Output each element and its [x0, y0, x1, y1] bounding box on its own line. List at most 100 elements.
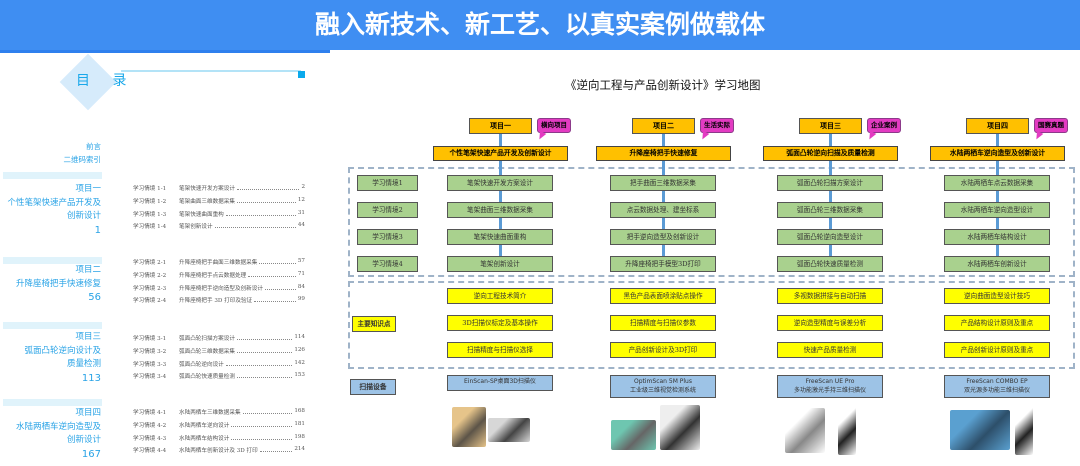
project-box[interactable]: 项目一: [469, 118, 532, 134]
callout-tail: [536, 130, 547, 142]
project-title-box[interactable]: 水陆两栖车逆向造型及创新设计: [930, 146, 1065, 161]
toc-entry-code: 学习情境 1-2: [133, 198, 167, 205]
toc-link-preface[interactable]: 前言: [86, 142, 101, 151]
toc-project-line: 升降座椅把手快速修复: [15, 278, 101, 289]
toc-entry-code: 学习情境 3-3: [133, 361, 167, 368]
toc-entry-code: 学习情境 4-4: [133, 448, 167, 455]
learning-step-box[interactable]: 弧面凸轮三维数据采集: [777, 202, 883, 218]
device-name-line: EinScan-SP桌面3D扫描仪: [464, 378, 536, 385]
knowledge-point-box: 产品结构设计原则及重点: [944, 315, 1050, 331]
toc-entry-page: 153: [294, 372, 305, 379]
toc-entry-leader: [236, 197, 296, 203]
project-title-box[interactable]: 弧面凸轮逆向扫描及质量检测: [763, 146, 898, 161]
toc-project-page: 113: [81, 372, 101, 384]
learning-step-box[interactable]: 笔架快速开发方案设计: [447, 175, 553, 191]
toc-entry-leader: [236, 334, 293, 340]
toc-entry-code: 学习情境 2-3: [133, 285, 167, 292]
steps-dashed-region: [348, 167, 1075, 277]
project-title-box[interactable]: 升降座椅把手快速修复: [596, 146, 731, 161]
toc-square-marker: [298, 71, 305, 78]
project-box[interactable]: 项目四: [966, 118, 1029, 134]
learning-step-box[interactable]: 升降座椅把手模型3D打印: [610, 256, 716, 272]
toc-section-bar: [3, 322, 102, 329]
learning-step-box[interactable]: 水陆两栖车点云数据采集: [944, 175, 1050, 191]
knowledge-point-box: 产品创新设计原则及重点: [944, 342, 1050, 358]
learning-step-box[interactable]: 把手曲面三维数据采集: [610, 175, 716, 191]
knowledge-point-box: 产品创新设计及3D打印: [610, 342, 716, 358]
learning-step-box[interactable]: 把手逆向造型及创新设计: [610, 229, 716, 245]
toc-project-line: 项目四: [75, 408, 101, 418]
situation-label: 学习情境3: [357, 229, 418, 245]
device-name-line: FreeScan UE Pro: [805, 378, 855, 385]
toc-entry-code: 学习情境 1-1: [133, 186, 167, 192]
toc-entry-leader: [214, 222, 296, 229]
learning-step-box[interactable]: 点云数据处理、建坐标系: [610, 202, 716, 218]
toc-entry-page: 114: [294, 334, 305, 340]
project-tag-callout: 国赛真题: [1034, 118, 1068, 133]
situation-label: 学习情境2: [357, 202, 418, 218]
learning-step-box[interactable]: 弧面凸轮扫描方案设计: [777, 175, 883, 191]
divider-line: [0, 50, 330, 53]
device-photo: [785, 408, 825, 453]
toc-entry-title: 笔架曲面三维数据采集: [179, 198, 235, 205]
toc-entry-code: 学习情境 2-1: [133, 260, 167, 266]
learning-step-box[interactable]: 笔架曲面三维数据采集: [447, 202, 553, 218]
toc-project-line: 项目三: [75, 332, 101, 342]
toc-entry-title: 升降座椅把手 3D 打印及验证: [179, 298, 253, 305]
knowledge-point-box: 扫描精度与扫描仪选择: [447, 342, 553, 358]
toc-project-page: 56: [88, 292, 101, 303]
toc-project-line: 项目一: [75, 184, 101, 194]
toc-entry-title: 水陆两栖车逆向设计: [179, 422, 230, 429]
toc-entry-title: 升降座椅把手点云数据处理: [179, 272, 247, 279]
device-name-line: 双光源多功能三维扫描仪: [963, 387, 1030, 394]
flow-connector: [829, 134, 832, 258]
toc-entry-code: 学习情境 4-2: [133, 422, 167, 429]
project-box[interactable]: 项目三: [799, 118, 862, 134]
project-title-box[interactable]: 个性笔架快速产品开发及创新设计: [433, 146, 568, 161]
toc-entry-leader: [254, 296, 296, 303]
toc-entry-title: 升降座椅把手逆向造型及创新设计: [179, 285, 263, 292]
project-box[interactable]: 项目二: [632, 118, 695, 134]
situation-label: 学习情境1: [357, 175, 418, 191]
flow-connector: [662, 134, 665, 258]
toc-project-line: 质量检测: [66, 359, 101, 369]
learning-map-title: 《逆向工程与产品创新设计》学习地图: [565, 78, 761, 92]
device-photo: [452, 407, 486, 447]
learning-step-box[interactable]: 弧面凸轮快速质量检测: [777, 256, 883, 272]
device-name-line: 工业级三维视觉检测系统: [629, 387, 696, 394]
learning-step-box[interactable]: 水陆两栖车结构设计: [944, 229, 1050, 245]
toc-link-qr-index[interactable]: 二维码索引: [63, 155, 102, 164]
device-label: 扫描设备: [350, 379, 396, 395]
toc-entry-code: 学习情境 3-1: [133, 336, 167, 342]
learning-step-box[interactable]: 笔架快速曲面重构: [447, 229, 553, 245]
callout-tail: [866, 130, 877, 142]
learning-step-box[interactable]: 水陆两栖车逆向造型设计: [944, 202, 1050, 218]
learning-step-box[interactable]: 水陆两栖车创新设计: [944, 256, 1050, 272]
device-box[interactable]: EinScan-SP桌面3D扫描仪: [447, 375, 553, 391]
learning-step-box[interactable]: 笔架创新设计: [447, 256, 553, 272]
learning-step-box[interactable]: 弧面凸轮逆向造型设计: [777, 229, 883, 245]
